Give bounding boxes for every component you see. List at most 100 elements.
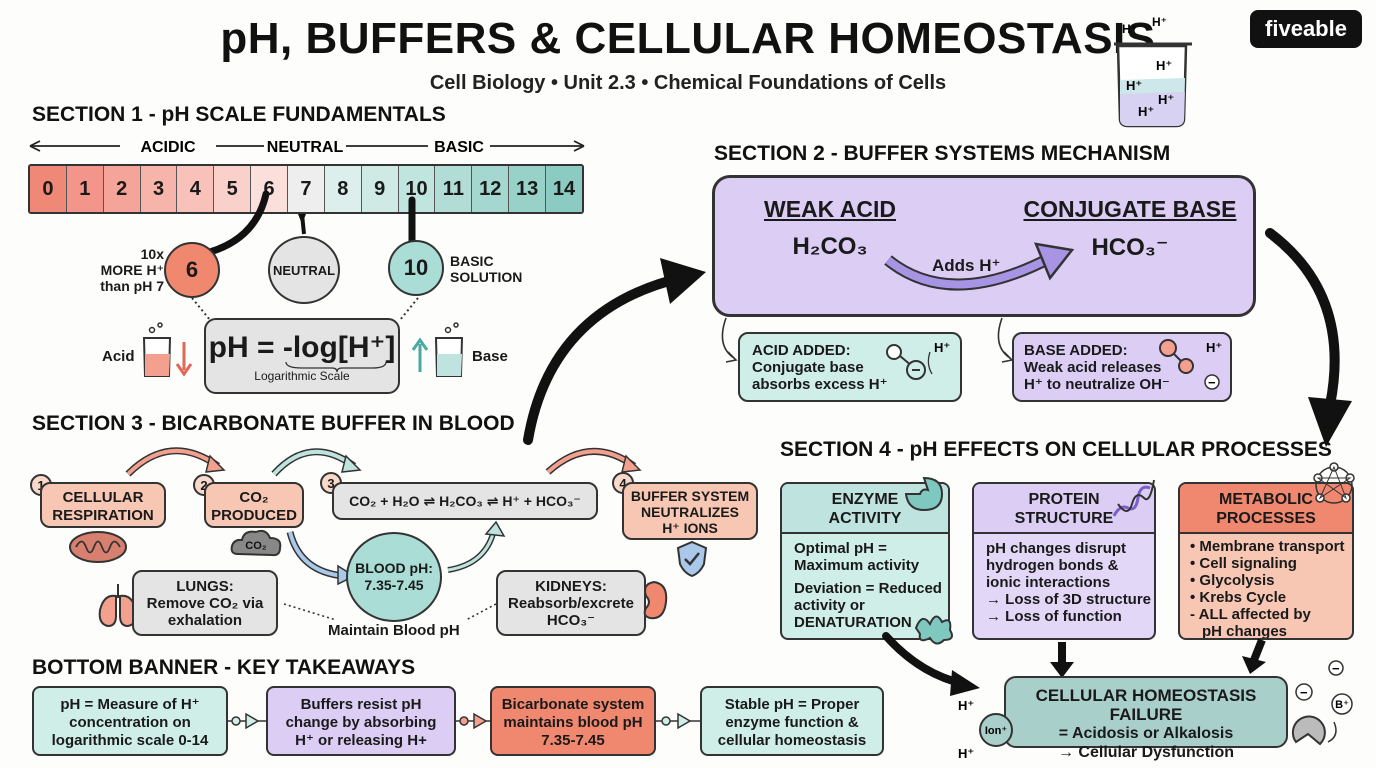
section1-heading: SECTION 1 - pH SCALE FUNDAMENTALS bbox=[32, 103, 446, 126]
weak-acid-formula: H₂CO₃ bbox=[792, 233, 868, 260]
svg-text:H⁺: H⁺ bbox=[934, 340, 950, 355]
neutral-circle: NEUTRAL bbox=[268, 236, 340, 304]
acidic-label: ACIDIC bbox=[140, 139, 196, 156]
section2-to-section4-arrow bbox=[1265, 228, 1352, 447]
metabolic-network-icon bbox=[1313, 462, 1355, 504]
mitochondria-icon bbox=[69, 531, 127, 563]
ph-zone-arrows: ACIDIC NEUTRAL BASIC bbox=[29, 139, 585, 156]
beaker-liquid-bottom bbox=[1120, 92, 1185, 126]
denatured-enzyme-icon bbox=[914, 615, 953, 645]
svg-text:Ion⁺: Ion⁺ bbox=[985, 725, 1007, 737]
fiveable-logo[interactable]: fiveable bbox=[1250, 10, 1362, 48]
ph-cell-4: 4 bbox=[177, 166, 215, 212]
conjugate-base-title: CONJUGATE BASE bbox=[1023, 196, 1237, 222]
takeaways-heading: BOTTOM BANNER - KEY TAKEAWAYS bbox=[32, 656, 416, 679]
ph-formula-box: pH = -log[H⁺] Logarithmic Scale bbox=[204, 318, 400, 394]
ph-cell-6: 6 bbox=[251, 166, 289, 212]
co2-cloud-icon: CO₂ bbox=[230, 529, 282, 557]
adds-h-arrow bbox=[884, 242, 1075, 291]
beaker-h5: H⁺ bbox=[1158, 92, 1174, 107]
neutral-label: NEUTRAL bbox=[267, 139, 344, 156]
takeaway-connectors bbox=[228, 712, 700, 730]
beaker-h4: H⁺ bbox=[1126, 78, 1142, 93]
section4-heading: SECTION 4 - pH EFFECTS ON CELLULAR PROCE… bbox=[780, 438, 1332, 461]
ion-icon-left: H⁺ Ion⁺ H⁺ bbox=[958, 698, 1013, 761]
beaker-h6: H⁺ bbox=[1138, 104, 1154, 119]
ph-cell-13: 13 bbox=[509, 166, 547, 212]
beaker-h1: H⁺ bbox=[1122, 22, 1137, 36]
ph-cell-8: 8 bbox=[324, 166, 362, 212]
ph-formula: pH = -log[H⁺] bbox=[208, 331, 396, 364]
conjugate-base-block: CONJUGATE BASE HCO₃⁻ bbox=[1020, 196, 1240, 262]
section4-convergence-arrows bbox=[882, 632, 1266, 696]
ph6-circle: 6 bbox=[164, 242, 220, 298]
metabolic-text: • Membrane transport• Cell signaling• Gl… bbox=[1190, 538, 1345, 640]
page-title: pH, BUFFERS & CELLULAR HOMEOSTASIS bbox=[220, 14, 1156, 63]
section3-heading: SECTION 3 - BICARBONATE BUFFER IN BLOOD bbox=[32, 412, 515, 435]
beaker-icon: H⁺ H⁺ H⁺ H⁺ H⁺ H⁺ bbox=[1114, 15, 1192, 128]
svg-text:−: − bbox=[1332, 661, 1340, 676]
base-beaker-icon bbox=[411, 322, 464, 377]
ph-cell-9: 9 bbox=[361, 166, 399, 212]
svg-text:CO₂: CO₂ bbox=[245, 540, 267, 552]
beaker-h3: H⁺ bbox=[1156, 58, 1172, 73]
ph-cell-0: 0 bbox=[30, 166, 67, 212]
base-added-box: BASE ADDED: Weak acid releases H⁺ to neu… bbox=[1012, 332, 1232, 402]
svg-text:B⁺: B⁺ bbox=[1335, 699, 1349, 711]
kidney-icon bbox=[643, 580, 668, 620]
page-subtitle: Cell Biology • Unit 2.3 • Chemical Found… bbox=[429, 72, 947, 94]
section2-heading: SECTION 2 - BUFFER SYSTEMS MECHANISM bbox=[714, 142, 1171, 165]
homeostasis-failure-box: CELLULAR HOMEOSTASIS FAILURE = Acidosis … bbox=[1004, 676, 1288, 761]
formula-underbrace bbox=[285, 361, 387, 372]
svg-text:−: − bbox=[1208, 375, 1216, 390]
ph-cell-2: 2 bbox=[103, 166, 141, 212]
maintain-blood-ph-label: Maintain Blood pH bbox=[328, 622, 460, 639]
ph-cell-10: 10 bbox=[398, 166, 436, 212]
svg-text:H⁺: H⁺ bbox=[958, 698, 974, 713]
svg-text:H⁺: H⁺ bbox=[958, 746, 974, 761]
base-molecule-icon: H⁺ − bbox=[1159, 339, 1222, 390]
svg-text:−: − bbox=[1300, 685, 1308, 700]
svg-text:H⁺: H⁺ bbox=[1206, 340, 1222, 355]
beaker-h2: H⁺ bbox=[1152, 15, 1167, 29]
ph-cell-7: 7 bbox=[288, 166, 325, 212]
acid-label: Acid bbox=[102, 348, 135, 365]
ph-cell-3: 3 bbox=[140, 166, 178, 212]
section3-flow-arrows bbox=[125, 447, 642, 477]
acid-molecule-icon: H⁺ bbox=[886, 340, 950, 380]
basic-label: BASIC bbox=[434, 139, 484, 156]
shield-icon bbox=[676, 540, 708, 578]
dna-helix-icon bbox=[1112, 479, 1155, 517]
bicarbonate-equation-box: CO₂ + H₂O ⇌ H₂CO₃ ⇌ H⁺ + HCO₃⁻ bbox=[332, 482, 598, 520]
acid-beaker-icon bbox=[142, 322, 193, 377]
ph-cell-5: 5 bbox=[214, 166, 252, 212]
ion-icon-right: − − B⁺ bbox=[1291, 660, 1353, 746]
base-label: Base bbox=[472, 348, 508, 365]
ph-cell-11: 11 bbox=[435, 166, 473, 212]
formula-caption: Logarithmic Scale bbox=[254, 369, 350, 383]
adds-h-label: Adds H⁺ bbox=[932, 256, 1001, 275]
enzyme-text: Optimal pH =Maximum activity Deviation =… bbox=[794, 540, 942, 631]
enzyme-icon bbox=[904, 476, 944, 512]
ph-cell-1: 1 bbox=[66, 166, 104, 212]
weak-acid-block: WEAK ACID H₂CO₃ bbox=[740, 196, 920, 261]
maintain-dotted-lines bbox=[283, 603, 497, 621]
buffer-mechanism-box bbox=[712, 175, 1256, 317]
